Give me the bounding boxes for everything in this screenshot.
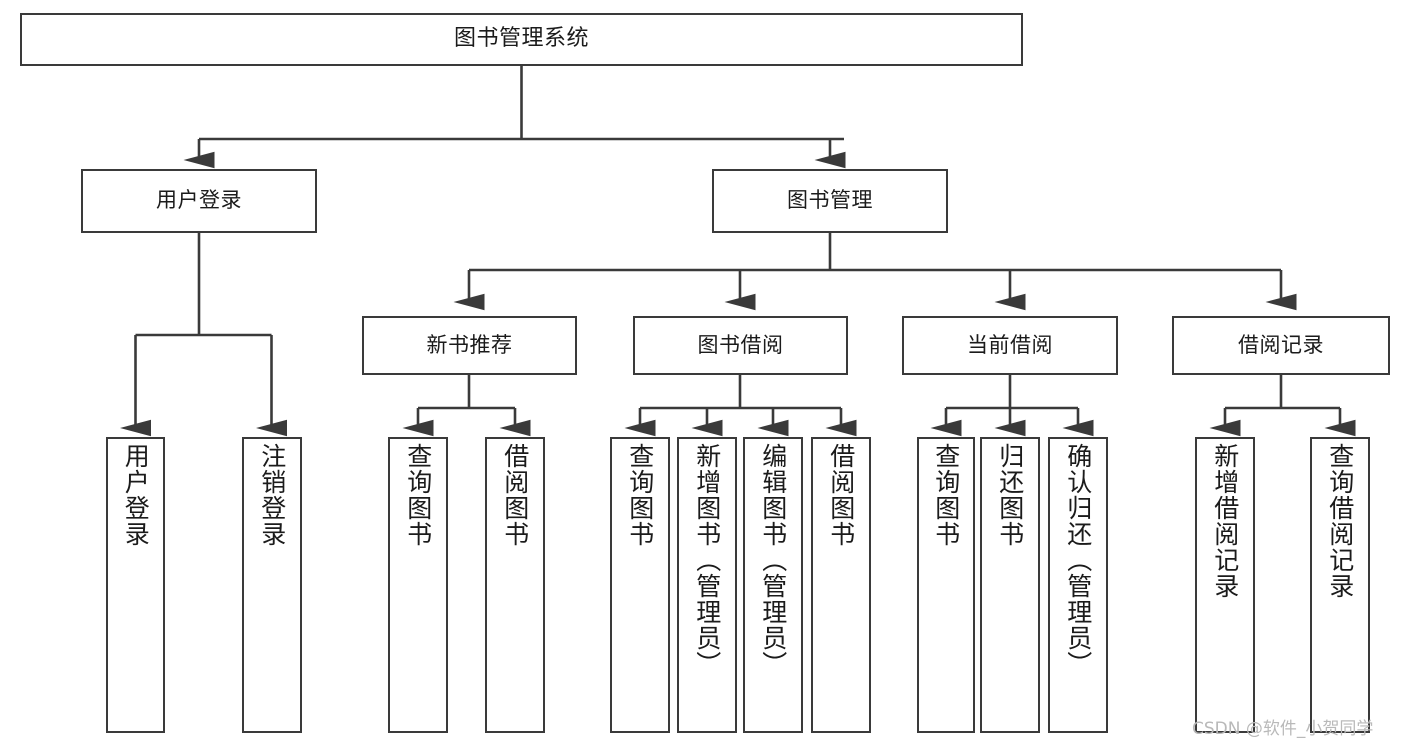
node-leaf-logout-label: 注销登录 bbox=[257, 443, 287, 547]
node-book-manage[interactable]: 图书管理 bbox=[712, 169, 948, 233]
node-leaf-query-book-rec-label: 查询图书 bbox=[403, 443, 433, 547]
node-book-borrow[interactable]: 图书借阅 bbox=[633, 316, 848, 375]
node-leaf-return-book-label: 归还图书 bbox=[995, 443, 1025, 547]
connector-group-borrow-record bbox=[1209, 375, 1356, 437]
node-current-borrow-label: 当前借阅 bbox=[967, 332, 1053, 357]
connector-group-new-book-rec bbox=[402, 375, 531, 437]
node-root-label: 图书管理系统 bbox=[453, 26, 589, 52]
node-current-borrow[interactable]: 当前借阅 bbox=[902, 316, 1118, 375]
node-user-login-label: 用户登录 bbox=[156, 188, 242, 213]
node-leaf-confirm-return[interactable]: 确认归还（管理员） bbox=[1048, 437, 1108, 733]
node-new-book-rec[interactable]: 新书推荐 bbox=[362, 316, 577, 375]
node-leaf-add-book[interactable]: 新增图书（管理员） bbox=[677, 437, 737, 733]
node-leaf-borrow-book[interactable]: 借阅图书 bbox=[811, 437, 871, 733]
node-new-book-rec-label: 新书推荐 bbox=[426, 332, 513, 357]
node-leaf-user-login[interactable]: 用户登录 bbox=[106, 437, 165, 733]
node-leaf-query-book-rec[interactable]: 查询图书 bbox=[388, 437, 448, 733]
node-leaf-add-record-label: 新增借阅记录 bbox=[1210, 443, 1240, 599]
csdn-watermark: CSDN @软件_小贺同学 bbox=[1192, 719, 1374, 739]
node-leaf-query-record-label: 查询借阅记录 bbox=[1325, 443, 1355, 599]
connector-group-current-borrow bbox=[930, 375, 1094, 437]
node-borrow-record[interactable]: 借阅记录 bbox=[1172, 316, 1390, 375]
node-borrow-record-label: 借阅记录 bbox=[1238, 332, 1324, 357]
node-leaf-user-login-label: 用户登录 bbox=[121, 443, 151, 547]
node-leaf-confirm-return-label: 确认归还（管理员） bbox=[1063, 443, 1093, 677]
connector-group-book-manage bbox=[453, 233, 1297, 311]
node-leaf-query-record[interactable]: 查询借阅记录 bbox=[1310, 437, 1370, 733]
node-user-login[interactable]: 用户登录 bbox=[81, 169, 317, 233]
node-leaf-edit-book-label: 编辑图书（管理员） bbox=[758, 443, 788, 677]
node-leaf-edit-book[interactable]: 编辑图书（管理员） bbox=[743, 437, 803, 733]
node-leaf-return-book[interactable]: 归还图书 bbox=[980, 437, 1040, 733]
node-book-manage-label: 图书管理 bbox=[787, 188, 873, 213]
connector-group-root bbox=[183, 66, 846, 169]
connector-group-book-borrow bbox=[624, 375, 857, 437]
node-leaf-borrow-book-rec[interactable]: 借阅图书 bbox=[485, 437, 545, 733]
node-leaf-add-record[interactable]: 新增借阅记录 bbox=[1195, 437, 1255, 733]
node-book-borrow-label: 图书借阅 bbox=[697, 332, 784, 357]
node-leaf-logout[interactable]: 注销登录 bbox=[242, 437, 302, 733]
node-leaf-borrow-book-rec-label: 借阅图书 bbox=[500, 443, 530, 547]
node-root-system[interactable]: 图书管理系统 bbox=[20, 13, 1023, 66]
node-leaf-query-book-borrow[interactable]: 查询图书 bbox=[610, 437, 670, 733]
node-leaf-add-book-label: 新增图书（管理员） bbox=[692, 443, 722, 677]
connector-group-user-login bbox=[119, 233, 288, 437]
node-leaf-query-book-borrow-label: 查询图书 bbox=[625, 443, 655, 547]
node-leaf-query-book-current-label: 查询图书 bbox=[931, 443, 961, 547]
node-leaf-query-book-current[interactable]: 查询图书 bbox=[917, 437, 975, 733]
node-leaf-borrow-book-label: 借阅图书 bbox=[826, 443, 856, 547]
